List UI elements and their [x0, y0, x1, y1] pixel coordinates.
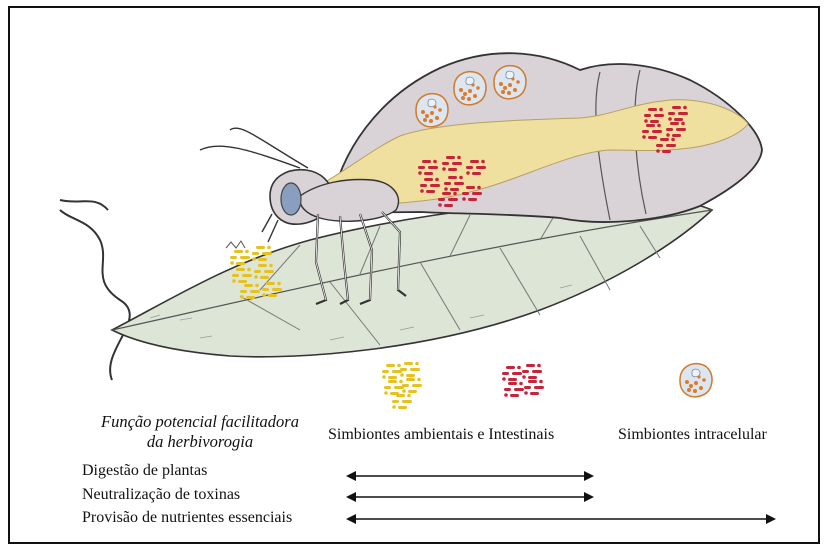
leaf — [60, 199, 712, 380]
arrow-digestion — [346, 471, 594, 481]
legend-icon-intestinal — [502, 364, 544, 397]
row-label-nutrients: Provisão de nutrientes essenciais — [82, 509, 292, 527]
arrow-toxins — [346, 492, 594, 502]
function-label: Função potencial facilitadora da herbivo… — [80, 412, 320, 452]
intracellular-label: Simbiontes intracelular — [618, 426, 767, 444]
arrow-nutrients — [346, 514, 776, 524]
legend-icon-intracellular — [680, 364, 712, 397]
row-label-digestion: Digestão de plantas — [82, 462, 207, 480]
function-label-line2: da herbivorogia — [80, 432, 320, 452]
environmental-intestinal-label: Simbiontes ambientais e Intestinais — [328, 426, 554, 444]
row-label-toxins: Neutralização de toxinas — [82, 486, 240, 504]
legend-icon-environmental — [382, 362, 422, 409]
function-label-line1: Função potencial facilitadora — [80, 412, 320, 432]
